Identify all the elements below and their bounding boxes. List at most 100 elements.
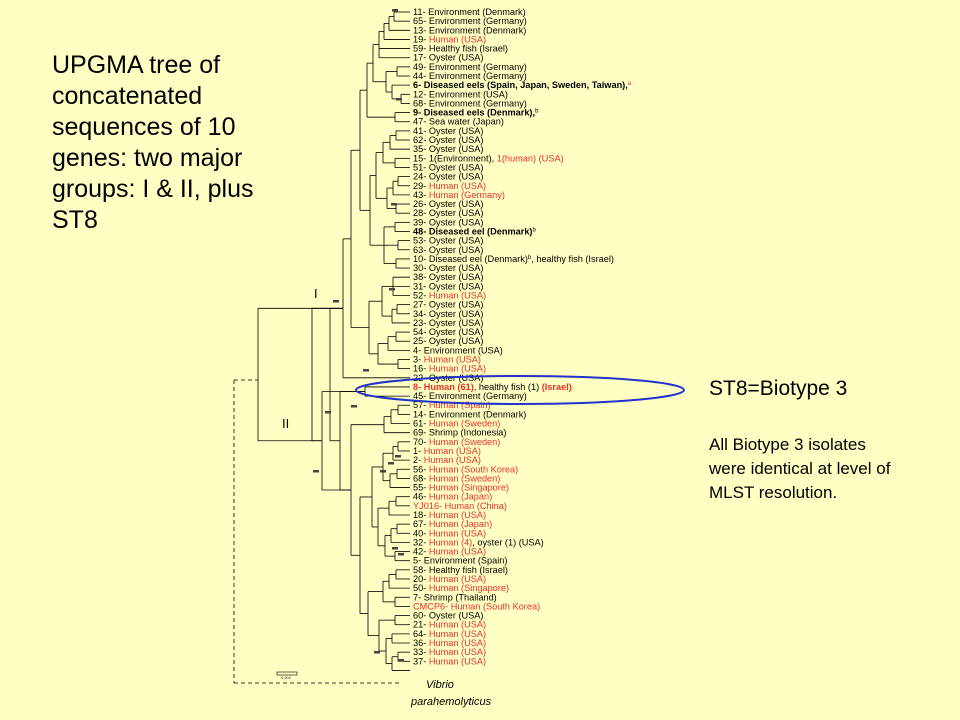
bootstrap-mark: [333, 300, 339, 303]
leaf-label: 29- Human (USA): [413, 181, 486, 191]
leaf-label: 60- Oyster (USA): [413, 611, 483, 621]
outgroup-label-line1: Vibrio: [426, 679, 454, 691]
leaf-label: 15- 1(Environment), 1(human) (USA): [413, 153, 564, 163]
leaf-label: 23- Oyster (USA): [413, 318, 483, 328]
group-label-ii: II: [282, 416, 289, 431]
bootstrap-mark: [395, 455, 401, 458]
leaf-label: 2- Human (USA): [413, 455, 481, 465]
leaf-label: 19- Human (USA): [413, 34, 486, 44]
leaf-label: 25- Oyster (USA): [413, 336, 483, 346]
leaf-label: 51- Oyster (USA): [413, 162, 483, 172]
leaf-label: YJ016- Human (China): [413, 501, 507, 511]
leaf-label: 65- Environment (Germany): [413, 16, 527, 26]
leaf-label: 45- Environment (Germany): [413, 391, 527, 401]
leaf-label: 27- Oyster (USA): [413, 300, 483, 310]
leaf-label: 10- Diseased eel (Denmark)b, healthy fis…: [413, 254, 614, 264]
leaf-label: 21- Human (USA): [413, 620, 486, 630]
bootstrap-mark: [392, 547, 398, 550]
leaf-label: 18- Human (USA): [413, 510, 486, 520]
leaf-label: 53- Oyster (USA): [413, 236, 483, 246]
bootstrap-mark: [398, 553, 404, 556]
leaf-label: 63- Oyster (USA): [413, 245, 483, 255]
leaf-label: 33- Human (USA): [413, 647, 486, 657]
leaf-label: 59- Healthy fish (Israel): [413, 44, 508, 54]
bootstrap-mark: [396, 98, 402, 101]
bootstrap-mark: [389, 288, 395, 291]
leaf-label: 32- Human (4), oyster (1) (USA): [413, 537, 544, 547]
leaf-label: 61- Human (Sweden): [413, 419, 500, 429]
bootstrap-mark: [398, 659, 404, 662]
scale-bar: [276, 671, 298, 676]
leaf-label: 4- Environment (USA): [413, 345, 503, 355]
bootstrap-mark: [391, 203, 397, 206]
st8-highlight-ellipse: [355, 375, 685, 405]
leaf-label: 56- Human (South Korea): [413, 464, 518, 474]
leaf-label: 1- Human (USA): [413, 446, 481, 456]
leaf-label: 37- Human (USA): [413, 656, 486, 666]
leaf-label: 12- Environment (USA): [413, 89, 508, 99]
leaf-label: 20- Human (USA): [413, 574, 486, 584]
bootstrap-mark: [380, 470, 386, 473]
st8-note: All Biotype 3 isolates were identical at…: [709, 435, 891, 502]
leaf-label: 55- Human (Singapore): [413, 483, 509, 493]
outgroup-branch: [233, 379, 400, 684]
bootstrap-mark: [313, 470, 319, 473]
leaf-label: 7- Shrimp (Thailand): [413, 592, 497, 602]
leaf-label: 30- Oyster (USA): [413, 263, 483, 273]
leaf-label: 14- Environment (Denmark): [413, 409, 526, 419]
leaf-label: 5- Environment (Spain): [413, 556, 507, 566]
leaf-label: 39- Oyster (USA): [413, 217, 483, 227]
leaf-label: 24- Oyster (USA): [413, 172, 483, 182]
leaf-label: 44- Environment (Germany): [413, 71, 527, 81]
st8-heading: ST8=Biotype 3: [709, 377, 848, 400]
leaf-label: 54- Oyster (USA): [413, 327, 483, 337]
leaf-label: 31- Oyster (USA): [413, 281, 483, 291]
leaf-label: 43- Human (Germany): [413, 190, 505, 200]
bootstrap-mark: [363, 369, 369, 372]
bootstrap-mark: [374, 651, 380, 654]
leaf-label: 8- Human (61), healthy fish (1) (Israel): [413, 382, 572, 392]
leaf-label: 38- Oyster (USA): [413, 272, 483, 282]
slide-title: UPGMA tree of concatenated sequences of …: [52, 51, 254, 234]
leaf-label: 49- Environment (Germany): [413, 62, 527, 72]
tree-branches: [257, 11, 410, 671]
group-label-i: I: [314, 286, 318, 301]
leaf-label: 50- Human (Singapore): [413, 583, 509, 593]
leaf-label: 26- Oyster (USA): [413, 199, 483, 209]
leaf-label: 11- Environment (Denmark): [413, 7, 526, 17]
leaf-label: 9- Diseased eels (Denmark),b: [413, 108, 539, 118]
leaf-label: 68- Environment (Germany): [413, 98, 527, 108]
leaf-label: 67- Human (Japan): [413, 519, 492, 529]
leaf-label: 64- Human (USA): [413, 629, 486, 639]
leaf-label: 69- Shrimp (Indonesia): [413, 428, 506, 438]
leaf-label: 6- Diseased eels (Spain, Japan, Sweden, …: [413, 80, 632, 90]
leaf-label: 62- Oyster (USA): [413, 135, 483, 145]
leaf-label: 42- Human (USA): [413, 547, 486, 557]
leaf-label: 3- Human (USA): [413, 355, 481, 365]
leaf-label: 41- Oyster (USA): [413, 126, 483, 136]
leaf-labels: 11- Environment (Denmark)65- Environment…: [413, 7, 632, 666]
leaf-label: 46- Human (Japan): [413, 492, 492, 502]
leaf-label: 35- Oyster (USA): [413, 144, 483, 154]
leaf-label: 40- Human (USA): [413, 528, 486, 538]
leaf-label: 57- Human (Spain): [413, 400, 491, 410]
leaf-label: 36- Human (USA): [413, 638, 486, 648]
bootstrap-mark: [388, 462, 394, 465]
outgroup-label-line2: parahemolyticus: [410, 696, 492, 708]
bootstrap-mark: [325, 411, 331, 414]
leaf-label: 28- Oyster (USA): [413, 208, 483, 218]
leaf-label: 48- Diseased eel (Denmark)b: [413, 226, 537, 236]
leaf-label: 68- Human (Sweden): [413, 473, 500, 483]
leaf-label: 47- Sea water (Japan): [413, 117, 504, 127]
bootstrap-mark: [392, 9, 398, 12]
leaf-label: 70- Human (Sweden): [413, 437, 500, 447]
scale-label: 0.002: [281, 675, 292, 680]
leaf-label: 13- Environment (Denmark): [413, 25, 526, 35]
leaf-label: 58- Healthy fish (Israel): [413, 565, 508, 575]
bootstrap-values: [313, 9, 404, 662]
bootstrap-mark: [351, 405, 357, 408]
leaf-label: CMCP6- Human (South Korea): [413, 601, 540, 611]
leaf-label: 17- Oyster (USA): [413, 53, 483, 63]
leaf-label: 52- Human (USA): [413, 290, 486, 300]
